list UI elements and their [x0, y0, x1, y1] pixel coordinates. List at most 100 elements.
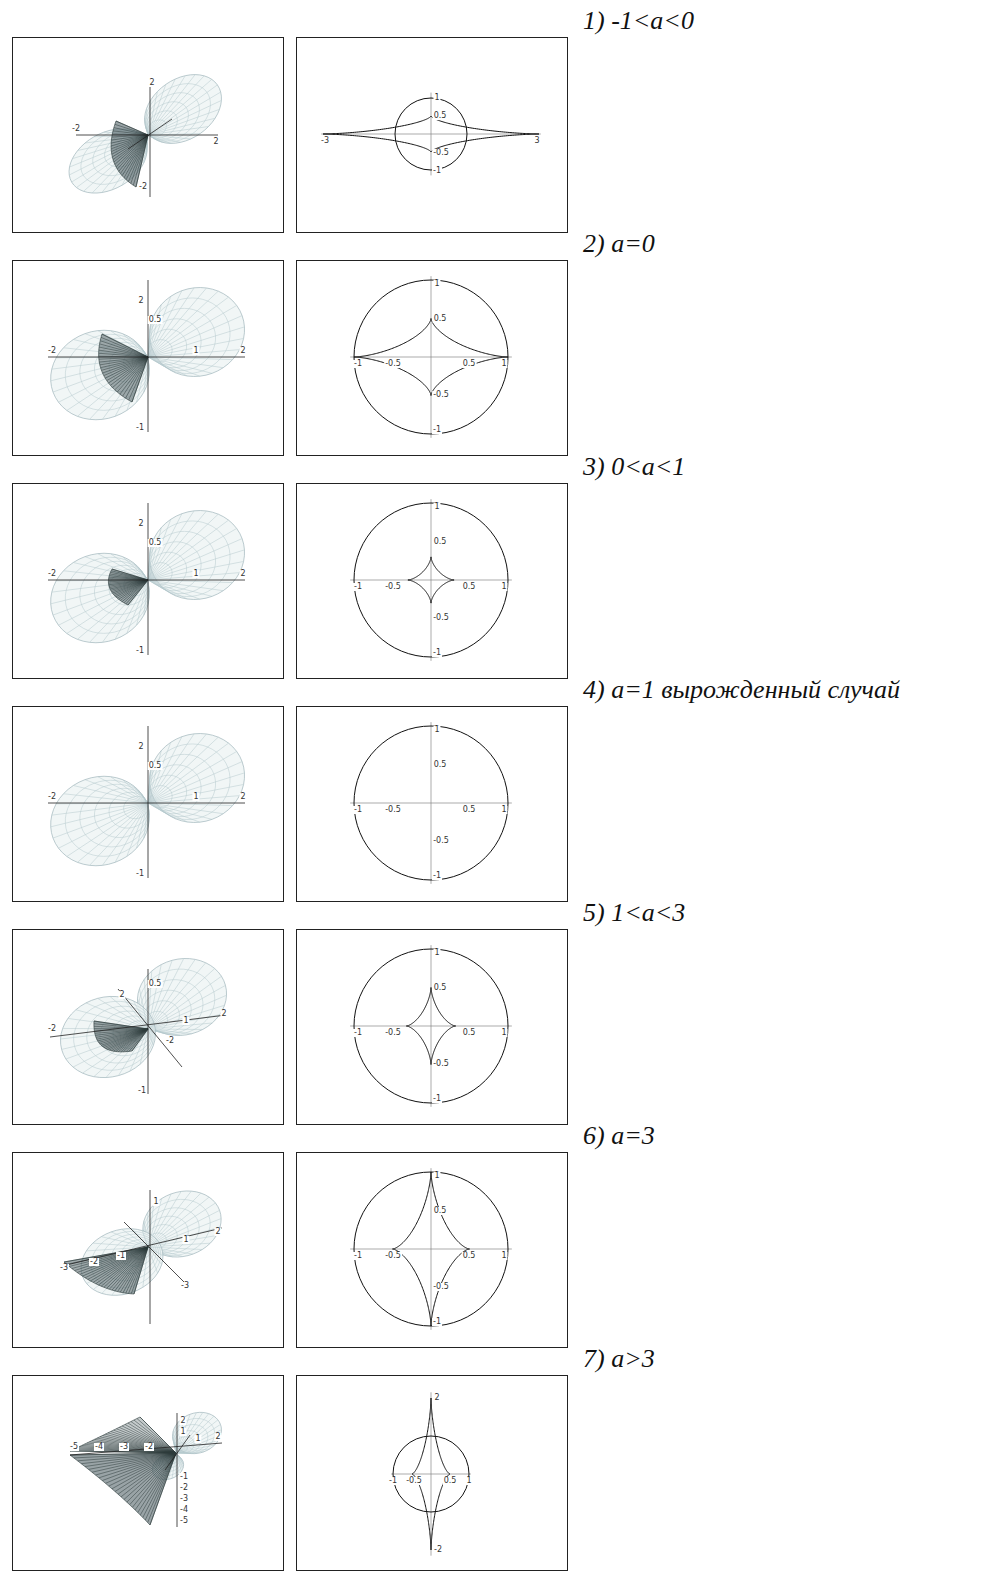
surface-dark-line [111, 1029, 148, 1051]
axis-tick-label: -1 [432, 426, 442, 434]
surface-dark-line [99, 1453, 176, 1478]
surface-mesh-line [141, 794, 148, 803]
surface-mesh-line [53, 803, 148, 838]
surface-mesh-line [148, 737, 218, 803]
surface-dark-line [123, 1029, 148, 1052]
surface-mesh-line [148, 357, 200, 376]
surface-dark-line [129, 1029, 148, 1051]
axis-tick-label: 2 [220, 1010, 227, 1018]
curve-plot [350, 1168, 512, 1330]
axis-tick-label: 2 [433, 1394, 440, 1402]
surface-mesh-line [148, 976, 221, 1029]
axis-tick-label: 1 [433, 94, 440, 102]
axis-tick-label: -1 [137, 1087, 147, 1095]
axis-tick-label: 1 [500, 583, 507, 591]
axis-line [148, 280, 149, 432]
surface-dark-line [117, 135, 148, 169]
plot-frame [13, 1153, 284, 1348]
surface-sheet [51, 553, 150, 642]
axis-tick-label: -2 [165, 1037, 175, 1045]
axis-tick-label: -2 [138, 183, 148, 191]
surface-dark-line [112, 569, 148, 580]
case-heading: 1) -1<a<0 [583, 7, 694, 36]
surface-dark-line [128, 580, 148, 605]
axis-tick-label: 2 [179, 1417, 186, 1425]
axis-tick-label: -2 [71, 125, 81, 133]
surface-mesh-line [148, 79, 175, 135]
surface-dark-line [121, 1453, 176, 1497]
surface-dark-line [114, 1029, 148, 1051]
axis-tick-label: 1 [433, 949, 440, 957]
axis-tick-label: 0.5 [148, 980, 163, 988]
unit-circle [354, 1172, 508, 1326]
axis-tick-label: -0.5 [432, 614, 450, 622]
axis-tick-label: 0.5 [462, 360, 477, 368]
surface-plot [48, 280, 245, 432]
axis-tick-label: 1 [192, 570, 199, 578]
surface-mesh-line [143, 1007, 148, 1029]
axis-tick-label: -1 [135, 870, 145, 878]
axis-tick-label: 1 [182, 1236, 189, 1244]
axis-line [48, 580, 245, 581]
plot-frame [13, 38, 284, 233]
surface-mesh-line [176, 1452, 204, 1453]
axis-tick-label: -2 [47, 793, 57, 801]
plot-frame [297, 930, 568, 1125]
surface-mesh-line [148, 734, 194, 803]
surface-dark-line [128, 1247, 148, 1294]
axis-tick-label: 1 [500, 1252, 507, 1260]
surface-plot [48, 726, 245, 878]
surface-dark-line [124, 135, 148, 178]
surface-dark-line [99, 350, 148, 357]
surface-mesh-line [148, 79, 212, 135]
surface-mesh-line [148, 580, 200, 599]
astroid-curve [406, 988, 455, 1065]
axis-line [148, 503, 149, 655]
surface-dark-fold [99, 334, 148, 402]
axis-tick-label: -2 [47, 1025, 57, 1033]
surface-mesh-line [123, 780, 148, 803]
surface-mesh-line [148, 514, 218, 580]
axis-tick-label: -3 [320, 137, 330, 145]
axis-tick-label: -0.5 [405, 1477, 423, 1485]
axis-tick-label: 1 [433, 280, 440, 288]
surface-mesh-line [176, 1453, 198, 1454]
axis-tick-label: 0.5 [462, 1029, 477, 1037]
axis-tick-label: 2 [239, 793, 246, 801]
surface-mesh-line [51, 803, 148, 827]
axis-line [128, 119, 172, 149]
surface-mesh-line [148, 75, 195, 135]
axis-line [70, 1443, 222, 1455]
axis-tick-label: 2 [239, 570, 246, 578]
plot-frame [13, 261, 284, 456]
surface-dark-line [109, 576, 148, 580]
surface-mesh-line [137, 803, 148, 848]
surface-plot [70, 1412, 222, 1527]
case-heading: 2) a=0 [583, 230, 655, 259]
surface-dark-line [131, 135, 148, 183]
surface-mesh-line [148, 803, 176, 819]
surface-mesh-line [148, 1203, 215, 1247]
surface-dark-line [129, 357, 148, 400]
axis-line [431, 499, 432, 661]
surface-mesh-line [127, 803, 148, 857]
surface-mesh-line [148, 995, 227, 1029]
surface-mesh-line [148, 528, 237, 580]
surface-mesh-line [148, 297, 229, 357]
surface-dark-line [99, 347, 148, 357]
surface-dark-line [115, 124, 148, 135]
surface-dark-line [119, 580, 148, 599]
surface-mesh-line [148, 288, 207, 357]
plot-frame [297, 261, 568, 456]
surface-dark-line [115, 1247, 148, 1291]
surface-mesh-line [98, 777, 148, 803]
axis-tick-label: -4 [94, 1443, 104, 1451]
surface-sheet [143, 1191, 221, 1257]
surface-dark-line [115, 357, 148, 390]
surface-mesh-line [133, 786, 148, 803]
surface-dark-line [115, 1453, 176, 1492]
axis-tick-label: 0.5 [433, 1207, 448, 1215]
axis-tick-label: -2 [144, 1443, 154, 1451]
surface-mesh-line [148, 959, 184, 1029]
surface-mesh-line [52, 803, 148, 815]
